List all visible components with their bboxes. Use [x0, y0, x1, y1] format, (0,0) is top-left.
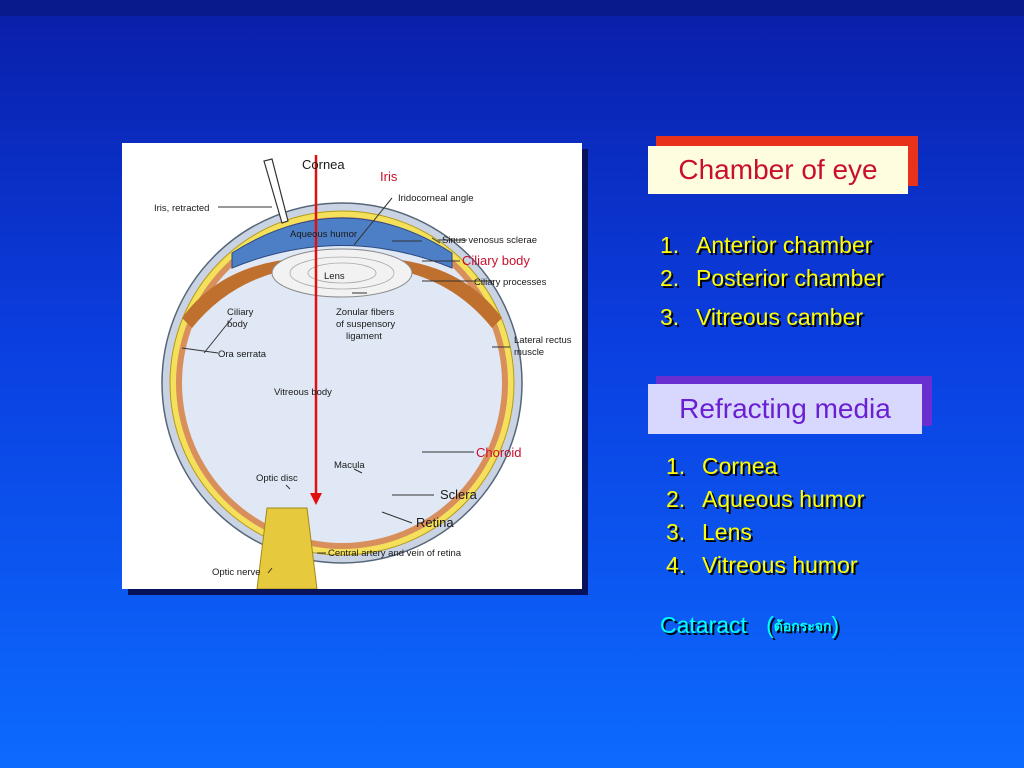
eye-cross-section: Cornea Iris Iris, retracted Iridocorneal… [154, 155, 572, 589]
refracting-item-4-num: 4. [666, 552, 686, 578]
label-choroid: Choroid [476, 445, 522, 460]
chamber-item-2-num: 2. [660, 265, 680, 291]
chamber-list: 1. Anterior chamber 2. Posterior chamber 3… [660, 229, 884, 334]
optic-nerve-shape [256, 507, 318, 589]
chamber-item-1-num: 1. [660, 232, 680, 258]
label-ciliary-processes: Ciliary processes [474, 277, 547, 288]
refracting-title: Refracting media [648, 384, 922, 434]
label-lateral-rectus-2: muscle [514, 347, 544, 358]
chamber-item-3-num: 3. [660, 304, 680, 330]
slide-top-bar [0, 0, 1024, 16]
label-macula: Macula [334, 460, 365, 471]
label-central-artery: Central artery and vein of retina [328, 548, 462, 559]
cataract-note: Cataract (ต้อกระจก) [660, 612, 839, 639]
retractor-tool [263, 158, 289, 224]
chamber-item-1-text: Anterior chamber [696, 232, 873, 258]
label-iridocorneal-angle: Iridocorneal angle [398, 193, 474, 204]
label-sclera: Sclera [440, 487, 478, 502]
leader-lines [181, 197, 510, 574]
visual-axis-arrowhead [310, 493, 322, 505]
eye-diagram: Cornea Iris Iris, retracted Iridocorneal… [122, 143, 588, 595]
cornea-aqueous-shape [231, 217, 453, 269]
list-item: 3. Vitreous camber [660, 301, 884, 334]
label-ciliary-body-left-2: body [227, 319, 248, 330]
cataract-open-paren: ( [766, 612, 774, 638]
vitreous-shape [182, 223, 502, 543]
label-iris-retracted: Iris, retracted [154, 203, 209, 214]
label-lateral-rectus-1: Lateral rectus [514, 335, 572, 346]
refracting-item-4-text: Vitreous humor [702, 552, 858, 578]
label-ora-serrata: Ora serrata [218, 349, 267, 360]
list-item: 4. Vitreous humor [666, 549, 864, 582]
refracting-item-3-num: 3. [666, 519, 686, 545]
label-sinus-venosus-sclerae: Sinus venosus sclerae [442, 235, 537, 246]
refracting-list: 1. Cornea 2. Aqueous humor 3. Lens 4. Vitreo… [666, 450, 864, 582]
refracting-item-2-num: 2. [666, 486, 686, 512]
chamber-item-3-text: Vitreous camber [696, 304, 864, 330]
diagram-card: Cornea Iris Iris, retracted Iridocorneal… [122, 143, 582, 589]
refracting-item-1-num: 1. [666, 453, 686, 479]
refracting-item-1-text: Cornea [702, 453, 778, 479]
label-retina: Retina [416, 515, 454, 530]
label-optic-nerve: Optic nerve [212, 567, 261, 578]
lens-ring-2 [307, 262, 377, 284]
list-item: 3. Lens [666, 516, 864, 549]
label-optic-disc: Optic disc [256, 473, 298, 484]
chamber-title: Chamber of eye [648, 146, 908, 194]
label-ciliary-body-red: Ciliary body [462, 253, 530, 268]
label-lens: Lens [324, 271, 345, 282]
refracting-item-2-text: Aqueous humor [702, 486, 865, 512]
label-zonular-2: of suspensory [336, 319, 395, 330]
label-zonular-1: Zonular fibers [336, 307, 394, 318]
list-item: 2. Aqueous humor [666, 483, 864, 516]
refracting-item-3-text: Lens [702, 519, 752, 545]
cataract-label: Cataract [660, 612, 747, 638]
lens-ring-1 [289, 256, 395, 290]
list-item: 1. Anterior chamber [660, 229, 884, 262]
label-cornea: Cornea [302, 157, 345, 172]
chamber-item-2-text: Posterior chamber [696, 265, 884, 291]
label-vitreous-body: Vitreous body [274, 387, 332, 398]
label-zonular-3: ligament [346, 331, 382, 342]
list-item: 1. Cornea [666, 450, 864, 483]
cataract-close-paren: ) [831, 612, 840, 638]
label-aqueous-humor: Aqueous humor [290, 229, 357, 240]
list-item: 2. Posterior chamber [660, 262, 884, 295]
cataract-thai: ต้อกระจก [773, 618, 832, 634]
label-ciliary-body-left-1: Ciliary [227, 307, 254, 318]
label-iris: Iris [380, 169, 398, 184]
